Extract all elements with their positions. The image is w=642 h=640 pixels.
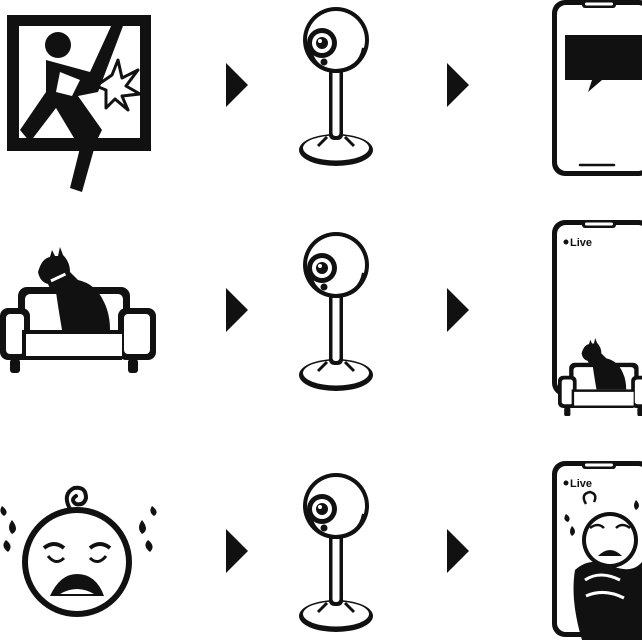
dog-on-sofa-icon (0, 247, 156, 373)
triangle-right-arrow-icon (226, 529, 248, 573)
security-camera-icon (299, 232, 373, 391)
live-dot (564, 240, 569, 245)
triangle-right-arrow-icon (226, 288, 248, 332)
triangle-right-arrow-icon (447, 529, 469, 573)
phone-notification-icon (552, 0, 642, 176)
row-1 (7, 0, 642, 192)
row-3: Live (0, 461, 642, 640)
triangle-right-arrow-icon (447, 288, 469, 332)
triangle-right-arrow-icon (447, 63, 469, 107)
security-camera-icon (299, 7, 373, 166)
live-dot (564, 481, 569, 486)
triangle-right-arrow-icon (226, 63, 248, 107)
live-label: Live (570, 237, 592, 249)
security-camera-icon (299, 473, 373, 632)
phone-live-pet-icon: Live (552, 220, 642, 416)
row-2: Live (0, 220, 642, 416)
break-in-icon (7, 15, 151, 192)
phone-live-baby-icon: Live (552, 461, 642, 640)
crying-baby-icon (0, 488, 156, 617)
live-label: Live (570, 478, 592, 490)
